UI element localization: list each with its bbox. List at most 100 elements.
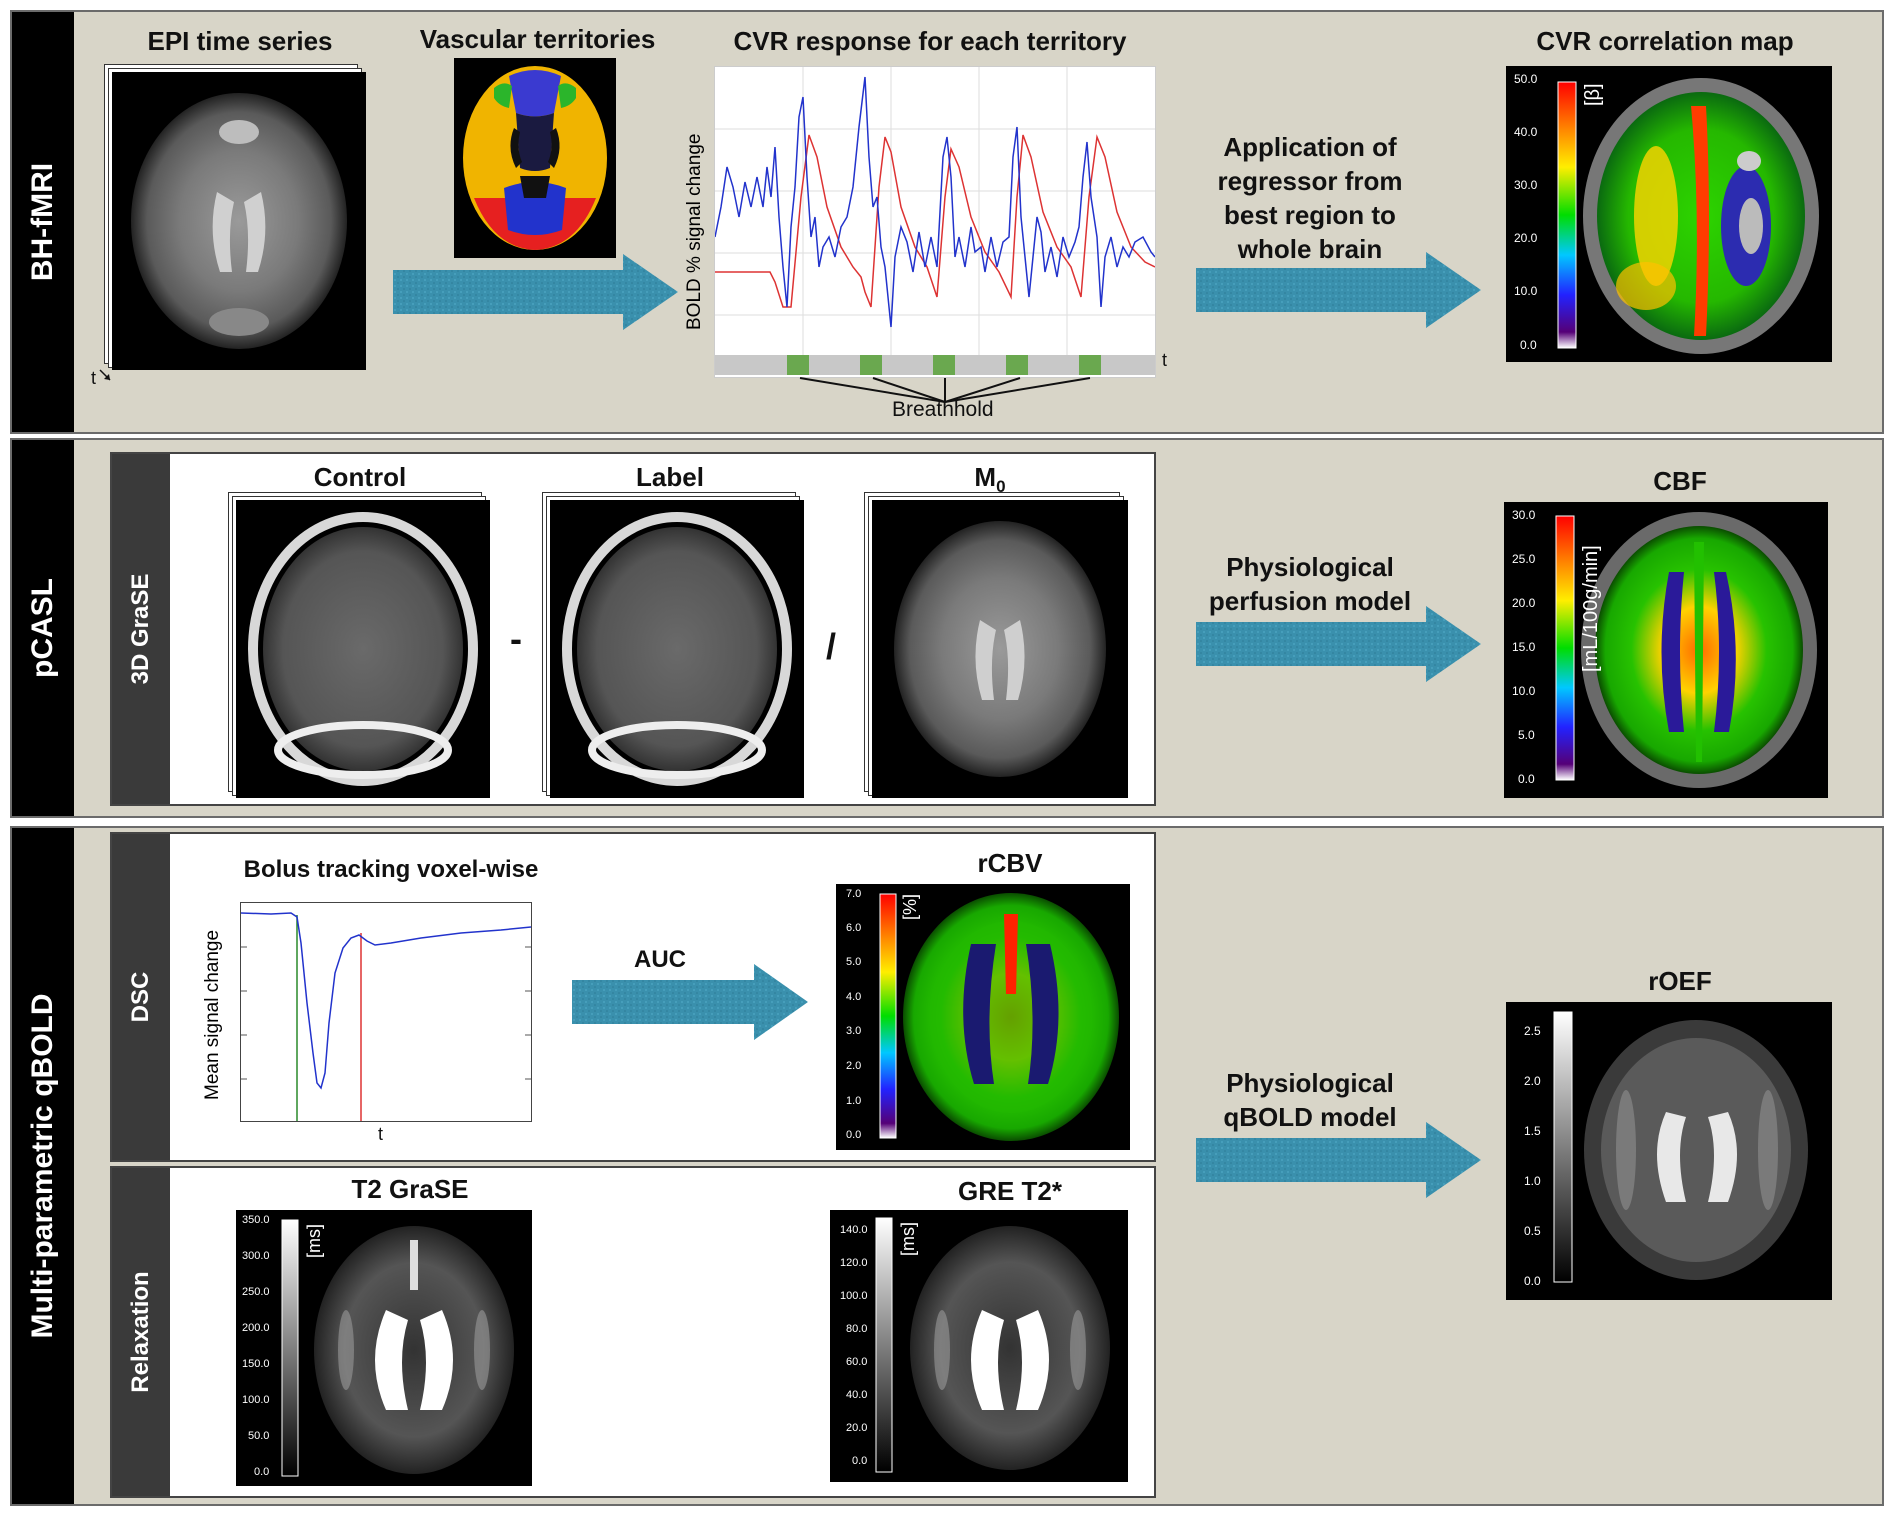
cbf-tick-15: 15.0 xyxy=(1512,640,1536,654)
t2-tick-0: 0.0 xyxy=(254,1466,270,1478)
control-image xyxy=(236,500,490,798)
rcbv-unit: [%] xyxy=(900,893,920,920)
cvr-map-title: CVR correlation map xyxy=(1536,26,1794,56)
qbold-caption-line-1: Physiological xyxy=(1226,1068,1394,1098)
cvr-tick-30: 30.0 xyxy=(1514,178,1538,192)
cvr-title: CVR response for each territory xyxy=(733,26,1127,56)
rcbv-tick-1: 1.0 xyxy=(846,1095,862,1107)
perfusion-caption-line-1: Physiological xyxy=(1226,552,1394,582)
regressor-caption-line-3: best region to xyxy=(1224,200,1396,230)
rcbv-tick-6: 6.0 xyxy=(846,922,862,934)
t2-tick-350: 350.0 xyxy=(242,1214,270,1226)
epi-image xyxy=(112,72,366,370)
cbf-title: CBF xyxy=(1653,466,1707,496)
cvr-tick-40: 40.0 xyxy=(1514,125,1538,139)
bolus-title: Bolus tracking voxel-wise xyxy=(243,856,539,883)
auc-label: AUC xyxy=(634,946,686,973)
cvr-time-label: t xyxy=(1162,350,1168,370)
t2s-tick-40: 40.0 xyxy=(846,1389,868,1401)
arrow-regressor-to-map xyxy=(1196,252,1481,328)
cbf-colorbar xyxy=(1555,515,1575,781)
t2s-tick-0: 0.0 xyxy=(852,1455,868,1467)
breathhold-pointers xyxy=(799,377,1091,403)
qbold-caption: Physiological qBOLD model xyxy=(1190,1066,1430,1134)
qbold-sidebar: Multi-parametric qBOLD xyxy=(12,828,74,1504)
label-title: Label xyxy=(636,462,704,492)
cvr-ylabel: BOLD % signal change xyxy=(684,133,705,330)
regressor-caption: Application of regressor from best regio… xyxy=(1190,130,1430,266)
roef-tick-2-0: 2.0 xyxy=(1524,1074,1541,1088)
pcasl-sub-label: 3D GraSE xyxy=(127,573,154,685)
bolus-time-label: t xyxy=(378,1124,384,1144)
bolus-chart xyxy=(240,902,532,1122)
cvr-tick-50: 50.0 xyxy=(1514,72,1538,86)
bolus-curve xyxy=(241,912,531,1090)
dsc-label: DSC xyxy=(127,971,154,1023)
bhfmri-sidebar: BH-fMRI xyxy=(12,12,74,432)
t2-tick-200: 200.0 xyxy=(242,1322,270,1334)
cvr-bold-line xyxy=(715,76,1155,328)
cbf-tick-25: 25.0 xyxy=(1512,552,1536,566)
pcasl-sidebar: pCASL xyxy=(12,440,74,816)
rcbv-tick-7: 7.0 xyxy=(846,888,862,900)
m0-title-sub: 0 xyxy=(996,477,1006,497)
roef-tick-0-0: 0.0 xyxy=(1524,1274,1541,1288)
pcasl-side-label: pCASL xyxy=(26,578,59,678)
t2s-tick-20: 20.0 xyxy=(846,1422,868,1434)
m0-title-main: M xyxy=(974,462,997,492)
rcbv-title: rCBV xyxy=(977,848,1043,878)
cbf-tick-5: 5.0 xyxy=(1518,728,1535,742)
relaxation-subbar: Relaxation xyxy=(112,1168,170,1496)
t2s-unit: [ms] xyxy=(898,1222,918,1256)
t2s-tick-60: 60.0 xyxy=(846,1356,868,1368)
breathhold-label: Breathhold xyxy=(892,398,994,421)
perfusion-caption-line-2: perfusion model xyxy=(1208,586,1412,616)
m0-title: M0 xyxy=(930,462,1050,497)
t2-colorbar xyxy=(281,1219,299,1477)
t2-tick-250: 250.0 xyxy=(242,1286,270,1298)
t2s-tick-120: 120.0 xyxy=(840,1257,868,1269)
t2s-tick-100: 100.0 xyxy=(840,1290,868,1302)
arrow-pcasl-to-cbf xyxy=(1196,606,1481,682)
bhfmri-side-label: BH-fMRI xyxy=(26,162,59,282)
control-title: Control xyxy=(313,462,407,492)
t2-tick-100: 100.0 xyxy=(242,1394,270,1406)
bolus-ylabel: Mean signal change xyxy=(202,929,223,1100)
cbf-unit: [mL/100g/min] xyxy=(1580,545,1602,672)
rcbv-tick-3: 3.0 xyxy=(846,1025,862,1037)
roef-tick-1-5: 1.5 xyxy=(1524,1124,1541,1138)
regressor-caption-line-4: whole brain xyxy=(1237,234,1383,264)
t2-tick-150: 150.0 xyxy=(242,1358,270,1370)
qbold-side-label: Multi-parametric qBOLD xyxy=(26,993,59,1339)
cvr-map-unit: [β] xyxy=(1582,83,1604,106)
t2-tick-50: 50.0 xyxy=(248,1430,270,1442)
regressor-caption-line-2: regressor from xyxy=(1217,166,1403,196)
rcbv-tick-4: 4.0 xyxy=(846,991,862,1003)
rcbv-tick-0: 0.0 xyxy=(846,1129,862,1141)
rcbv-tick-2: 2.0 xyxy=(846,1060,862,1072)
cvr-tick-0: 0.0 xyxy=(1520,338,1537,352)
relaxation-label: Relaxation xyxy=(127,1271,154,1393)
perfusion-caption: Physiological perfusion model xyxy=(1190,550,1430,618)
epi-title: EPI time series xyxy=(147,26,333,56)
minus-operator: - xyxy=(510,618,522,659)
dsc-subbar: DSC xyxy=(112,834,170,1160)
t2-grase-map xyxy=(236,1210,532,1486)
epi-time-arrow xyxy=(99,369,111,381)
cvr-chart xyxy=(714,66,1156,378)
t2s-colorbar xyxy=(875,1217,893,1473)
roef-title: rOEF xyxy=(1648,966,1712,996)
arrow-epi-to-cvr xyxy=(393,254,678,330)
t2-title: T2 GraSE xyxy=(351,1174,469,1204)
cvr-map-colorbar xyxy=(1557,81,1577,349)
t2-unit: [ms] xyxy=(304,1224,324,1258)
cbf-tick-0: 0.0 xyxy=(1518,772,1535,786)
cbf-tick-10: 10.0 xyxy=(1512,684,1536,698)
regressor-caption-line-1: Application of xyxy=(1223,132,1397,162)
m0-image xyxy=(872,500,1128,798)
pcasl-subbar: 3D GraSE xyxy=(112,454,170,804)
divide-operator: / xyxy=(826,626,837,667)
rcbv-tick-5: 5.0 xyxy=(846,956,862,968)
cvr-tick-10: 10.0 xyxy=(1514,284,1538,298)
